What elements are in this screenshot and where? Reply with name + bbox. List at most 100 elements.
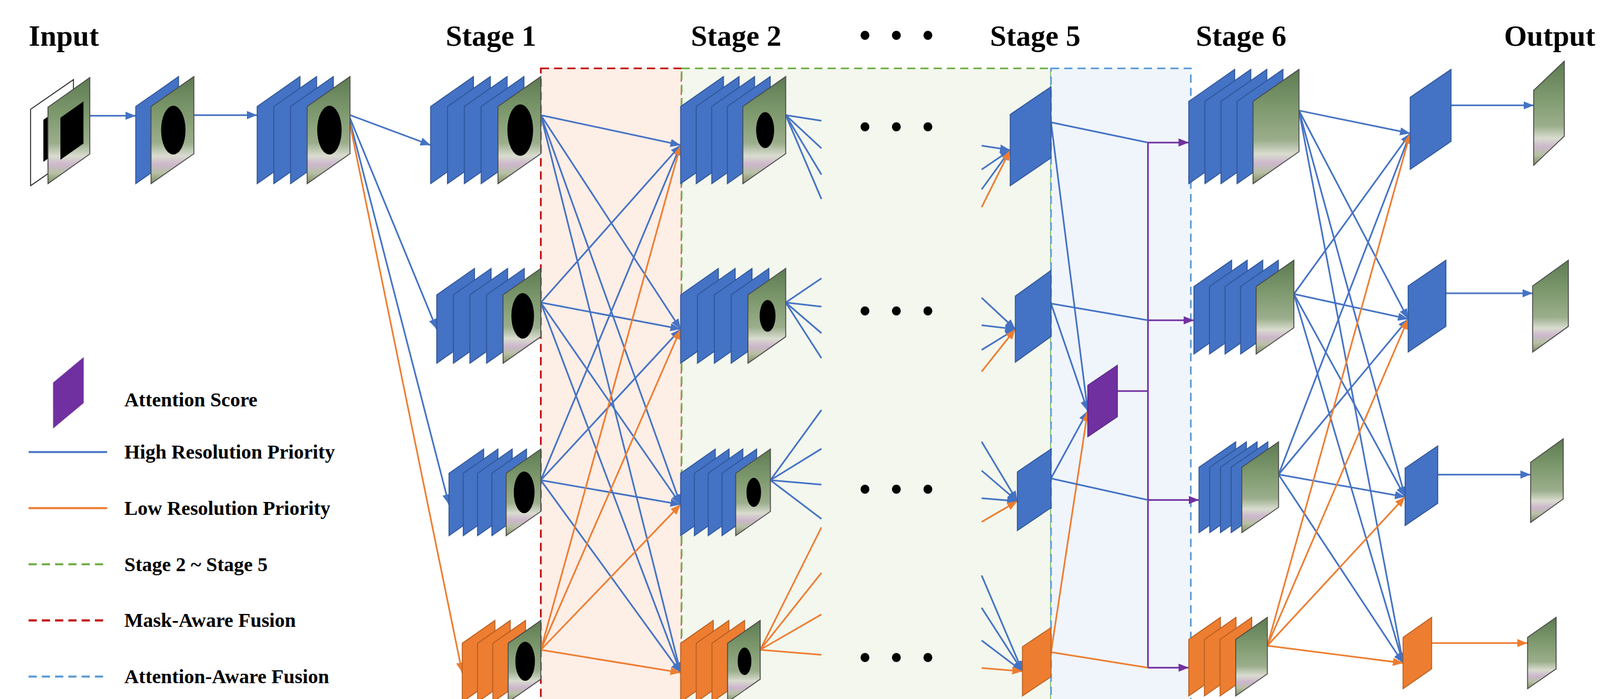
connector-line	[1147, 142, 1149, 668]
mask-region	[515, 641, 535, 681]
mask-region	[317, 105, 342, 155]
stage-heading: Stage 2	[690, 19, 782, 54]
connector-line	[1267, 496, 1406, 646]
feature-map	[497, 76, 541, 185]
legend-line-sample	[28, 507, 108, 510]
connector-line	[540, 144, 681, 650]
feature-map	[1530, 438, 1564, 523]
connector-line	[540, 144, 681, 480]
feature-map	[150, 76, 194, 185]
connector-line	[540, 302, 681, 673]
legend-text: Stage 2 ~ Stage 5	[124, 553, 268, 576]
connector-line	[540, 329, 681, 481]
connector-line	[770, 409, 822, 481]
connector-line	[1293, 293, 1403, 663]
connector-line	[1431, 642, 1528, 644]
stage-heading: Stage 1	[445, 19, 537, 54]
feature-map	[743, 76, 786, 185]
connector-line	[770, 480, 822, 520]
connector-line	[1445, 292, 1533, 295]
ellipsis: • • •	[859, 638, 940, 677]
connector-line	[540, 504, 681, 650]
feature-map	[1533, 60, 1565, 165]
feature-map	[1402, 617, 1432, 690]
connector-line	[760, 649, 822, 656]
feature-map	[747, 268, 786, 364]
stage-heading: Stage 5	[990, 19, 1081, 54]
connector-line	[540, 114, 681, 505]
connector-line	[981, 150, 1011, 208]
feature-map	[1017, 449, 1052, 531]
connector-line	[1293, 293, 1409, 320]
feature-map	[735, 449, 771, 537]
connector-line	[1278, 474, 1406, 497]
connector-line	[1147, 141, 1189, 144]
connector-line	[770, 448, 822, 481]
connector-line	[540, 114, 681, 145]
connector-line	[981, 329, 1016, 372]
connector-line	[981, 640, 1023, 672]
connector-line	[1278, 319, 1409, 475]
feature-map	[727, 620, 761, 699]
feature-map	[1408, 260, 1446, 353]
mask-region	[746, 478, 762, 508]
legend-text: Low Resolution Priority	[124, 496, 331, 520]
feature-map	[1409, 69, 1452, 170]
legend-text: Attention Score	[124, 388, 258, 412]
mask-region	[507, 104, 534, 157]
connector-line	[1051, 411, 1088, 653]
connector-line	[785, 278, 822, 303]
feature-map	[1235, 617, 1268, 697]
connector-line	[1267, 319, 1409, 646]
ellipsis: • • •	[859, 107, 940, 146]
mask-region	[60, 101, 84, 161]
legend-line-sample	[28, 451, 108, 453]
connector-line	[1451, 104, 1534, 107]
connector-line	[1147, 666, 1189, 669]
connector-line	[981, 470, 1018, 502]
feature-map	[48, 77, 90, 184]
legend-line-sample	[28, 563, 108, 566]
connector-line	[540, 480, 681, 505]
mask-region	[756, 112, 775, 148]
connector-line	[981, 145, 1011, 151]
mask-fusion-band	[540, 68, 682, 699]
connector-line	[760, 573, 822, 650]
connector-line	[1299, 110, 1411, 134]
connector-line	[785, 114, 822, 199]
connector-line	[350, 118, 437, 330]
feature-map	[307, 76, 351, 185]
connector-line	[1051, 122, 1088, 412]
feature-map	[1009, 86, 1052, 186]
mask-region	[511, 293, 535, 340]
connector-line	[1051, 478, 1148, 501]
connector-line	[350, 124, 463, 673]
feature-map	[1527, 617, 1557, 690]
connector-line	[350, 114, 431, 145]
connector-line	[1293, 293, 1406, 497]
connector-line	[981, 607, 1023, 671]
feature-map	[1256, 260, 1294, 355]
legend-line-sample	[28, 619, 108, 622]
connector-line	[1278, 474, 1403, 664]
mask-region	[737, 647, 752, 676]
feature-map	[506, 449, 541, 537]
feature-map	[1087, 365, 1118, 437]
connector-line	[1051, 652, 1148, 668]
connector-line	[981, 325, 1016, 330]
feature-map	[1252, 69, 1299, 184]
legend-text: High Resolution Priority	[124, 440, 335, 464]
connector-line	[1278, 133, 1410, 475]
connector-line	[89, 114, 136, 117]
mask-region	[759, 299, 776, 332]
connector-line	[1299, 110, 1409, 319]
connector-line	[981, 498, 1018, 502]
feature-map	[1015, 270, 1052, 363]
feature-map	[1532, 260, 1569, 353]
stage-heading: Stage 6	[1195, 19, 1287, 54]
legend-text: Attention-Aware Fusion	[124, 665, 330, 688]
stage-band	[681, 68, 1052, 699]
connector-line	[540, 329, 681, 650]
mask-region	[161, 105, 186, 155]
